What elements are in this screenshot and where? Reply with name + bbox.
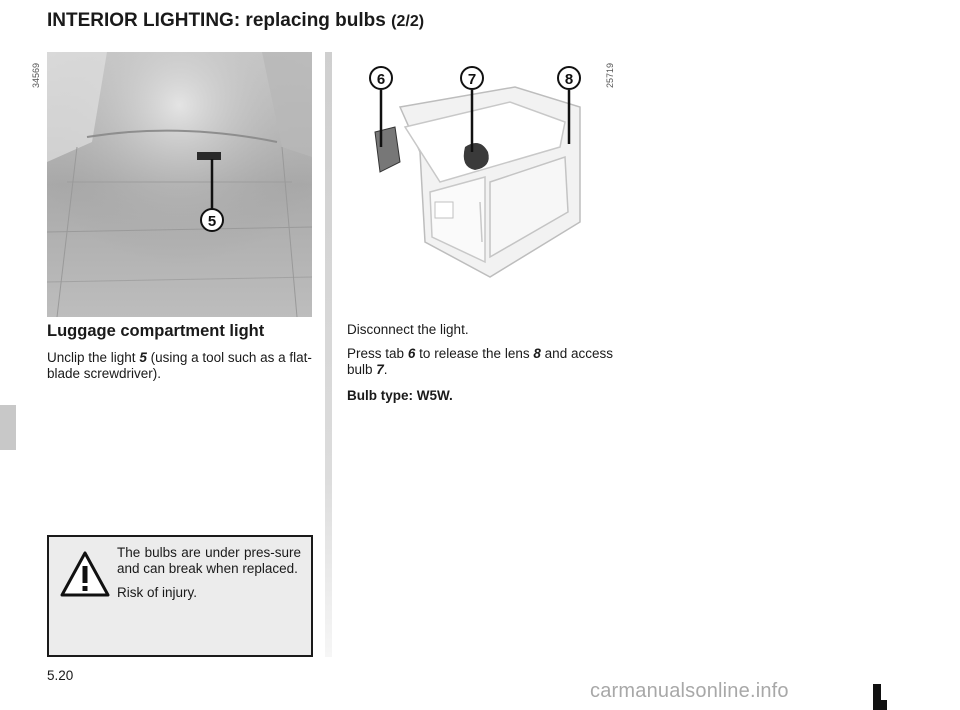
bulb-type: Bulb type: W5W. <box>347 388 453 403</box>
callout-7: 7 <box>468 71 476 88</box>
left-figure-ref: 34569 <box>31 62 41 88</box>
warning-line-1: The bulbs are under pres-sure and can br… <box>117 545 301 576</box>
instruction-press-tab: Press tab 6 to release the lens 8 and ac… <box>347 346 614 377</box>
warning-box: The bulbs are under pres-sure and can br… <box>47 535 313 657</box>
warning-line-2: Risk of injury. <box>117 585 198 600</box>
warning-triangle-icon <box>60 551 110 597</box>
left-instruction: Unclip the light 5 (using a tool such as… <box>47 350 312 381</box>
callout-5: 5 <box>208 213 216 230</box>
section-heading: Luggage compartment light <box>47 322 265 340</box>
luggage-compartment-photo: 5 <box>47 52 312 317</box>
instruction-disconnect: Disconnect the light. <box>347 322 469 337</box>
page-number: 5.20 <box>47 668 74 683</box>
column-divider <box>325 52 332 657</box>
page-title-suffix: (2/2) <box>391 13 425 30</box>
page-title: INTERIOR LIGHTING: replacing bulbs (2/2) <box>47 10 424 32</box>
callout-8: 8 <box>565 71 573 88</box>
watermark: carmanualsonline.info <box>590 680 789 702</box>
right-figure-ref: 25719 <box>605 62 615 88</box>
corner-mark-small <box>880 700 887 710</box>
callout-6: 6 <box>377 71 385 88</box>
chapter-side-tab <box>0 405 16 450</box>
page-title-text: INTERIOR LIGHTING: replacing bulbs <box>47 10 386 31</box>
light-unit-drawing: 6 7 8 <box>340 52 605 292</box>
warning-text: The bulbs are under pres-sure and can br… <box>117 545 301 610</box>
corner-mark <box>873 684 881 710</box>
